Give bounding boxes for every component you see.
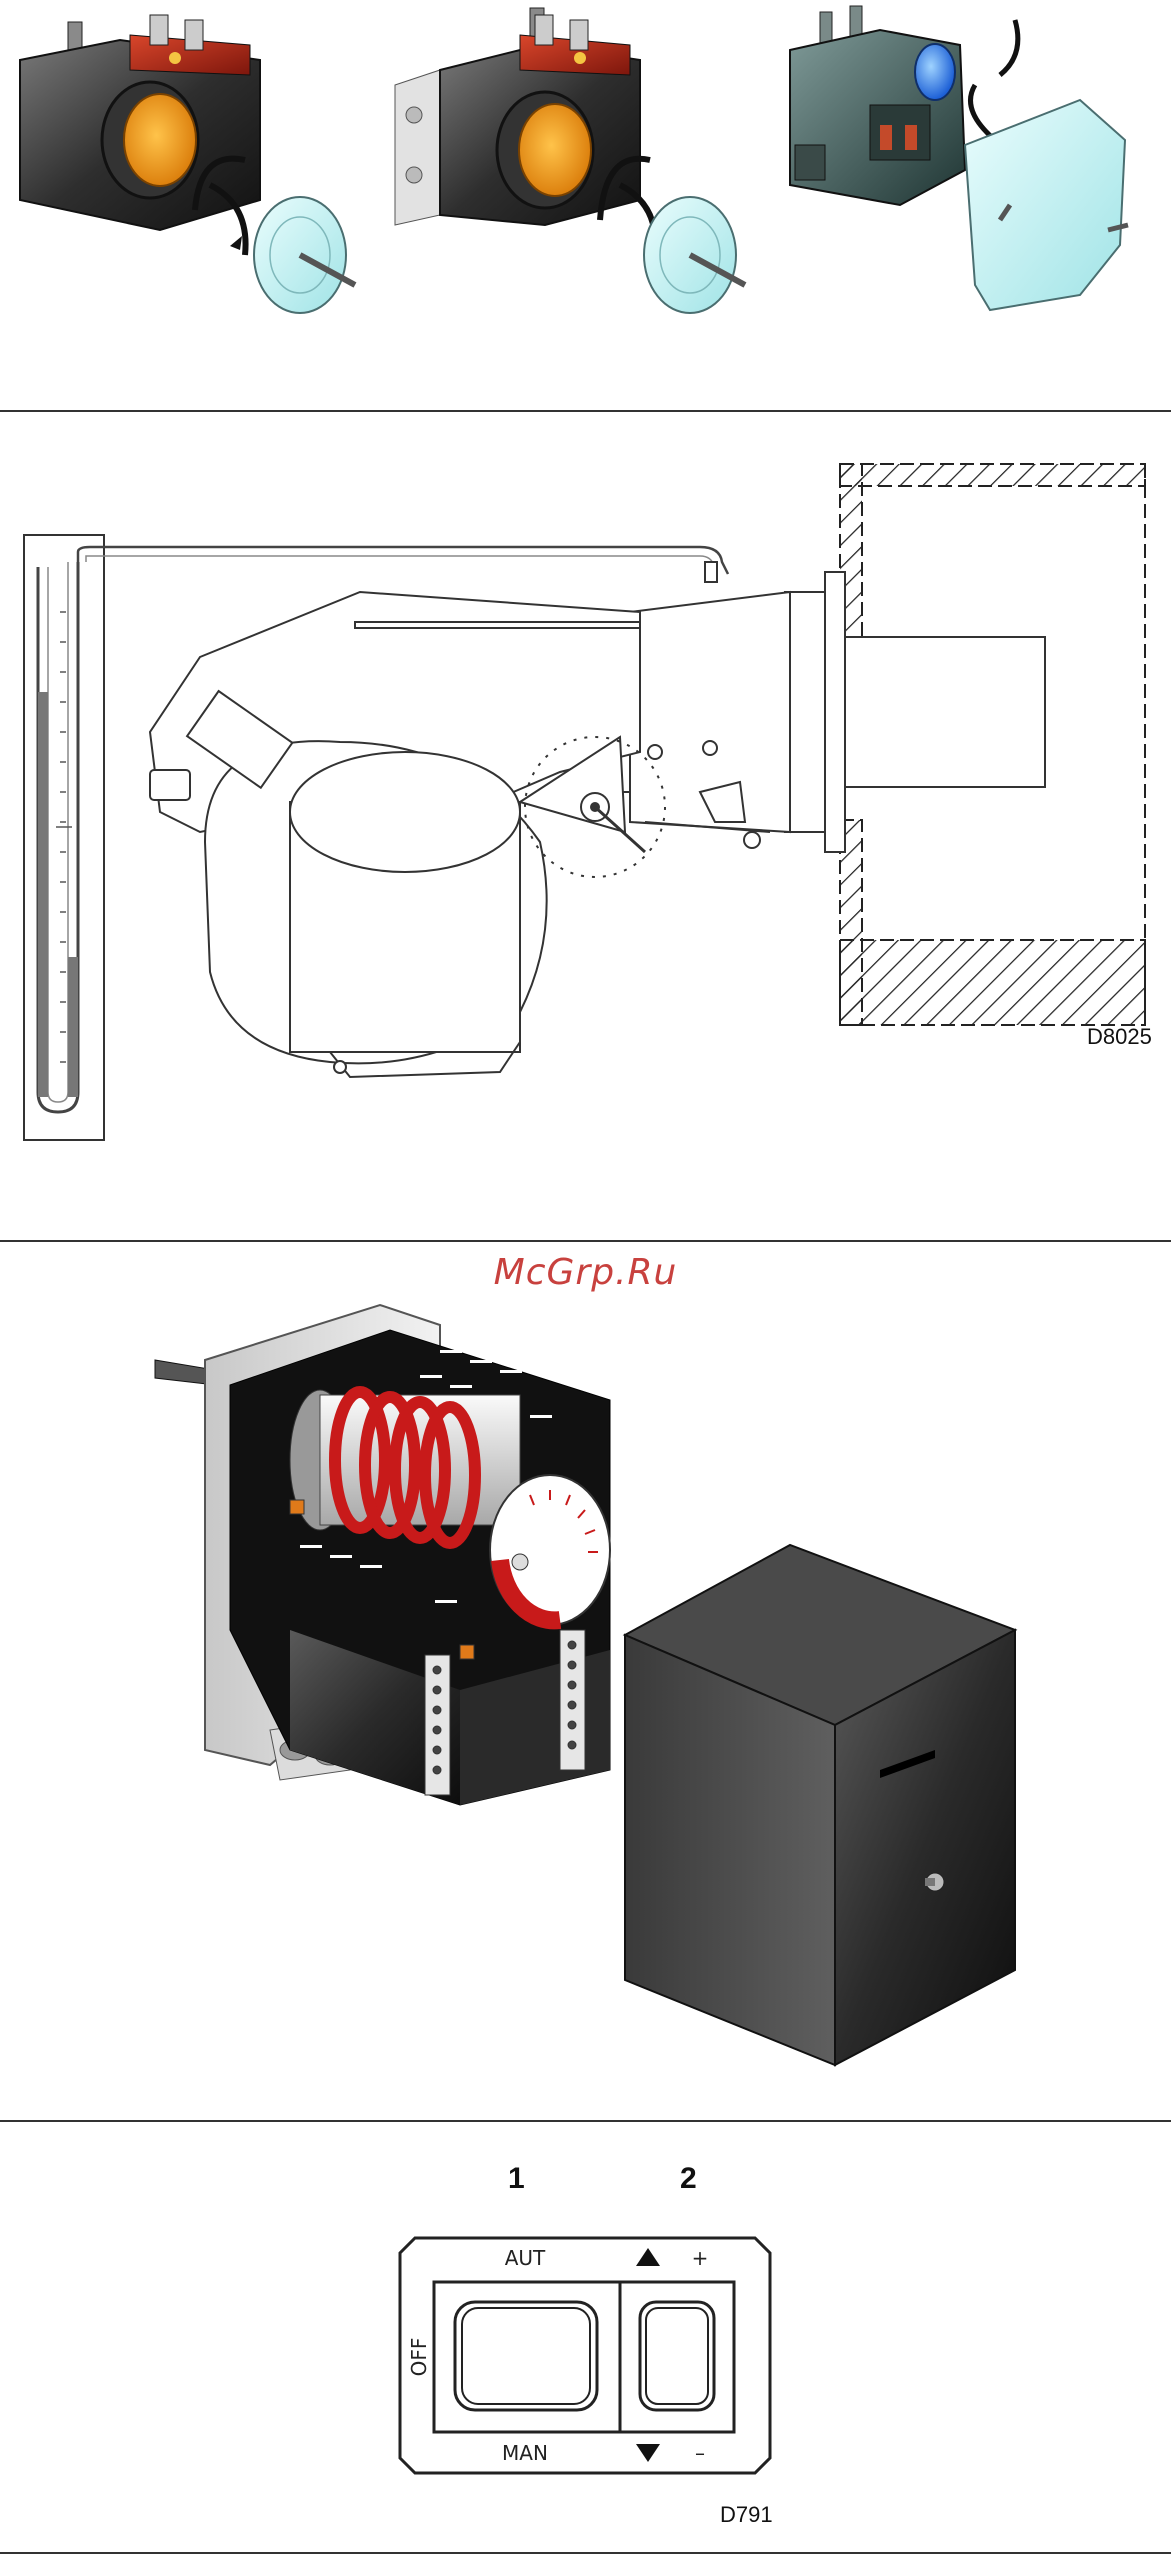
label-minus: – [695, 2441, 705, 2465]
pressure-switch-c [790, 6, 1128, 310]
u-tube-manometer [24, 535, 104, 1140]
figure-switch-panel: 1 2 AUT MAN OFF + – D791 [0, 2122, 1171, 2558]
switch-1-rocker[interactable] [455, 2302, 597, 2410]
figure-code-d8025: D8025 [1087, 1024, 1152, 1050]
burner-manometer-illustration [0, 412, 1171, 1240]
valve-covers-illustration [0, 0, 1171, 410]
servomotor-cover [625, 1545, 1015, 2065]
section-divider [0, 1240, 1171, 1242]
watermark: McGrp.Ru [0, 1252, 1171, 1293]
section-divider [0, 2552, 1171, 2554]
servomotor-illustration [0, 1300, 1171, 2120]
label-aut: AUT [505, 2246, 546, 2270]
switch-2-rocker[interactable] [640, 2302, 714, 2410]
label-man: MAN [502, 2441, 548, 2465]
figure-valve-covers [0, 0, 1171, 410]
label-plus: + [692, 2246, 709, 2270]
valve-b [395, 8, 745, 313]
figure-burner-manometer: D8025 [0, 412, 1171, 1240]
label-off: OFF [407, 2338, 431, 2377]
figure-code-d791: D791 [720, 2502, 773, 2528]
valve-a [20, 15, 355, 313]
figure-servomotor [0, 1300, 1171, 2120]
switch-panel-drawing: AUT MAN OFF + – [0, 2122, 1171, 2558]
